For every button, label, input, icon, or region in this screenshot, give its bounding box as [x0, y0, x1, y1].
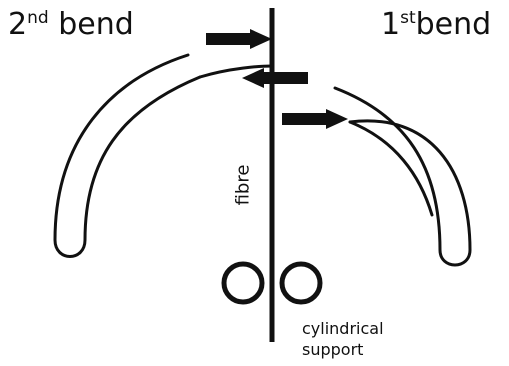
right-arrow-icon	[206, 29, 272, 49]
right-arrow-icon	[282, 109, 348, 129]
bend-tube-left	[53, 53, 202, 258]
left-arrow-icon	[242, 68, 308, 88]
cylindrical-support-right	[279, 261, 323, 305]
second-bend-number: 2	[8, 7, 28, 42]
second-bend-word: bend	[58, 7, 134, 42]
fibre-label: fibre	[232, 164, 254, 206]
first-bend-word: bend	[415, 7, 492, 42]
support-label-line2: support	[302, 340, 364, 359]
second-bend-ordinal: nd	[27, 8, 49, 28]
cylindrical-support-label: cylindrical support	[302, 318, 412, 360]
first-bend-label: 1stbend	[381, 10, 491, 40]
bend-inner-edge-right	[348, 120, 434, 217]
bend-tube-right	[333, 86, 472, 267]
support-label-line1: cylindrical	[302, 319, 384, 338]
first-bend-number: 1	[381, 7, 401, 42]
bend-tube-top	[198, 64, 274, 79]
second-bend-label: 2nd bend	[8, 10, 134, 40]
cylindrical-support-left	[221, 261, 265, 305]
first-bend-ordinal: st	[400, 8, 416, 28]
